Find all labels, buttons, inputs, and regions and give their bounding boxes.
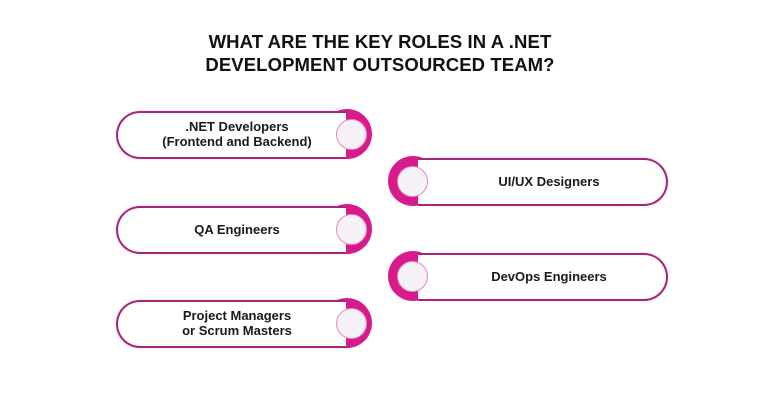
title-line-1: WHAT ARE THE KEY ROLES IN A .NET bbox=[208, 31, 552, 52]
ring-inner-circle-icon bbox=[397, 166, 428, 197]
role-project-managers: Project Managers or Scrum Masters bbox=[116, 298, 396, 348]
role-pill bbox=[434, 253, 668, 301]
pill-connector bbox=[316, 300, 346, 348]
role-dotnet-developers: .NET Developers (Frontend and Backend) bbox=[116, 109, 396, 159]
role-label-line-1: DevOps Engineers bbox=[491, 268, 607, 284]
role-qa-engineers: QA Engineers bbox=[116, 204, 396, 254]
role-label: .NET Developers (Frontend and Backend) bbox=[126, 110, 348, 158]
page-title: WHAT ARE THE KEY ROLES IN A .NET DEVELOP… bbox=[0, 30, 760, 76]
role-label: Project Managers or Scrum Masters bbox=[126, 299, 348, 347]
ring-inner-circle-icon bbox=[336, 119, 367, 150]
ring-inner-circle-icon bbox=[397, 261, 428, 292]
role-label-line-2: (Frontend and Backend) bbox=[162, 134, 312, 149]
role-label: QA Engineers bbox=[126, 205, 348, 253]
pill-connector bbox=[418, 158, 448, 206]
role-pill bbox=[116, 300, 350, 348]
role-pill bbox=[434, 158, 668, 206]
title-line-2: DEVELOPMENT OUTSOURCED TEAM? bbox=[205, 54, 555, 75]
role-devops-engineers: DevOps Engineers bbox=[388, 251, 668, 301]
role-label-line-1: Project Managers bbox=[182, 308, 292, 323]
role-pill bbox=[116, 206, 350, 254]
role-label-line-2: or Scrum Masters bbox=[182, 323, 292, 338]
role-uiux-designers: UI/UX Designers bbox=[388, 156, 668, 206]
role-label: DevOps Engineers bbox=[438, 252, 660, 300]
role-label: UI/UX Designers bbox=[438, 157, 660, 205]
role-label-line-1: QA Engineers bbox=[194, 221, 280, 237]
ring-inner-circle-icon bbox=[336, 214, 367, 245]
role-pill bbox=[116, 111, 350, 159]
ring-inner-circle-icon bbox=[336, 308, 367, 339]
role-label-line-1: UI/UX Designers bbox=[498, 173, 600, 189]
role-label-line-1: .NET Developers bbox=[185, 119, 289, 134]
